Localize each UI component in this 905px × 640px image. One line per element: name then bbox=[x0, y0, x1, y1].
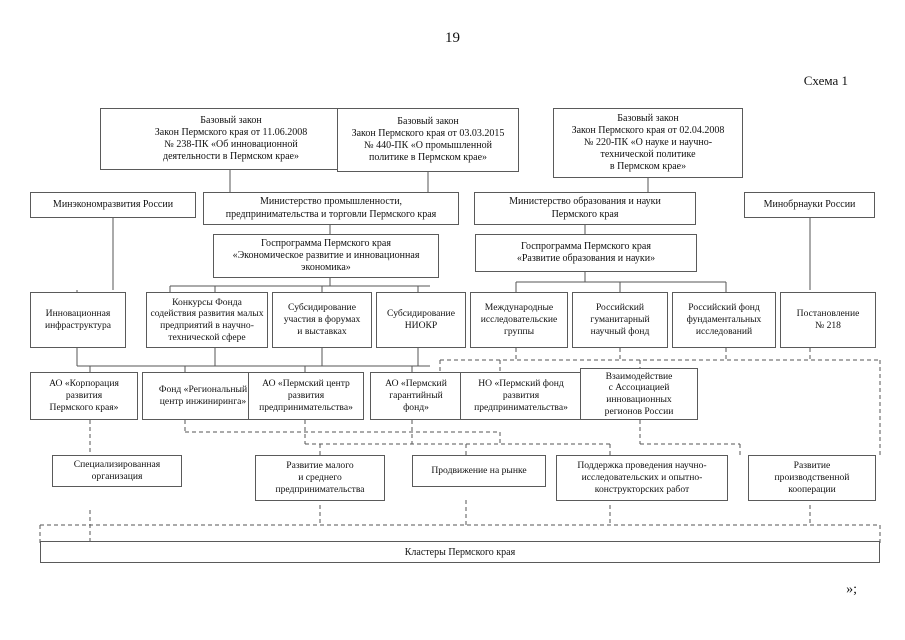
market-promotion-text: Продвижение на рынке bbox=[431, 465, 527, 477]
program-education-text: Госпрограмма Пермского края«Развитие обр… bbox=[516, 240, 656, 264]
rnd-support-text: Поддержка проведения научно-исследовател… bbox=[577, 460, 707, 495]
ministry-box-minekonomrazvitiya[interactable]: Минэкономразвития России bbox=[30, 192, 196, 218]
minekonomrazvitiya-text: Минэкономразвития России bbox=[52, 198, 174, 210]
program-economy-text: Госпрограмма Пермского края«Экономическо… bbox=[232, 237, 420, 274]
ministry-box-minobrnauki-russia[interactable]: Минобрнауки России bbox=[744, 192, 875, 218]
program-box-economy[interactable]: Госпрограмма Пермского края«Экономическо… bbox=[213, 234, 439, 278]
end-mark: »; bbox=[846, 582, 857, 597]
cluster-band-text: Кластеры Пермского края bbox=[404, 546, 516, 558]
outcome-box-market-promotion[interactable]: Продвижение на рынке bbox=[412, 455, 546, 487]
minobrnauki-russia-text: Минобрнауки России bbox=[763, 198, 856, 210]
ministry-box-minpromtorg[interactable]: Министерство промышленности,предпринимат… bbox=[203, 192, 459, 225]
outcome-box-rnd-support[interactable]: Поддержка проведения научно-исследовател… bbox=[556, 455, 728, 501]
page-number: 19 bbox=[445, 30, 460, 46]
minpromtorg-text: Министерство промышленности,предпринимат… bbox=[225, 196, 437, 220]
cluster-band[interactable]: Кластеры Пермского края bbox=[40, 541, 880, 563]
program-box-education[interactable]: Госпрограмма Пермского края«Развитие обр… bbox=[475, 234, 697, 272]
schema-label: Схема 1 bbox=[803, 73, 848, 88]
